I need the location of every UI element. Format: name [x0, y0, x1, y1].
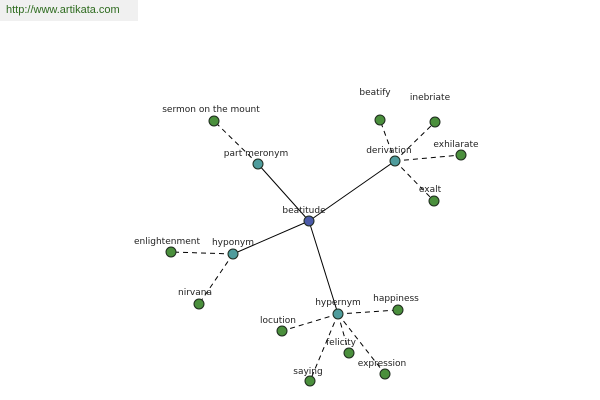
- leaf-node-enlightenment[interactable]: enlightenment: [134, 237, 200, 258]
- leaf-node-nirvana[interactable]: nirvana: [178, 288, 212, 310]
- relation-node-part-meronym-dot[interactable]: [252, 158, 264, 170]
- edge-hypernym-felicity: [337, 313, 350, 354]
- center-node-beatitude-label: beatitude: [282, 206, 326, 216]
- leaf-node-felicity[interactable]: felicity: [326, 338, 357, 359]
- relation-node-hyponym-label: hyponym: [212, 238, 254, 248]
- leaf-node-felicity-dot[interactable]: [343, 347, 355, 359]
- edges-layer: [170, 119, 462, 382]
- relation-node-hypernym-dot[interactable]: [332, 308, 344, 320]
- relation-node-hyponym-dot[interactable]: [227, 248, 239, 260]
- leaf-node-sermon-on-the-mount-label: sermon on the mount: [162, 105, 260, 115]
- leaf-node-nirvana-dot[interactable]: [193, 298, 205, 310]
- center-node-beatitude-dot[interactable]: [303, 215, 315, 227]
- edge-part-meronym: [257, 163, 310, 222]
- edge-part-meronym-sermon-on-the-mount: [213, 120, 259, 165]
- leaf-node-exalt-dot[interactable]: [428, 195, 440, 207]
- leaf-node-exalt-label: exalt: [419, 185, 442, 195]
- relation-node-derivation-label: derivation: [366, 146, 412, 156]
- edge-derivation-exalt: [394, 160, 435, 202]
- edge-derivation-beatify: [379, 119, 396, 162]
- leaf-node-nirvana-label: nirvana: [178, 288, 212, 298]
- header-bar: http://www.artikata.com: [0, 0, 138, 21]
- leaf-node-sermon-on-the-mount-dot[interactable]: [208, 115, 220, 127]
- relation-node-derivation[interactable]: derivation: [366, 146, 412, 167]
- relation-node-hyponym[interactable]: hyponym: [212, 238, 254, 260]
- leaf-node-inebriate[interactable]: inebriate: [410, 93, 451, 128]
- nodes-layer: sermon on the mount part meronym beatify in…: [134, 88, 479, 387]
- edge-hypernym-saying: [309, 313, 339, 382]
- leaf-node-happiness-dot[interactable]: [392, 304, 404, 316]
- leaf-node-exhilarate-label: exhilarate: [433, 140, 479, 150]
- edge-derivation-exhilarate: [394, 154, 462, 162]
- leaf-node-beatify-dot[interactable]: [374, 114, 386, 126]
- leaf-node-exhilarate-dot[interactable]: [455, 149, 467, 161]
- leaf-node-happiness-label: happiness: [373, 294, 419, 304]
- relation-node-hypernym-label: hypernym: [315, 298, 361, 308]
- leaf-node-exalt[interactable]: exalt: [419, 185, 442, 207]
- leaf-node-locution-dot[interactable]: [276, 325, 288, 337]
- relation-node-part-meronym-label: part meronym: [224, 149, 288, 159]
- edge-hypernym-expression: [337, 313, 386, 375]
- leaf-node-felicity-label: felicity: [326, 338, 357, 348]
- relation-node-part-meronym[interactable]: part meronym: [224, 149, 288, 170]
- leaf-node-enlightenment-dot[interactable]: [165, 246, 177, 258]
- edge-hyponym: [232, 220, 310, 255]
- edge-derivation-inebriate: [394, 121, 436, 162]
- edge-hyponym-enlightenment: [170, 251, 234, 255]
- leaf-node-saying-label: saying: [293, 367, 322, 377]
- edge-hypernym-happiness: [337, 309, 399, 315]
- leaf-node-expression-dot[interactable]: [379, 368, 391, 380]
- site-link[interactable]: http://www.artikata.com: [6, 4, 120, 16]
- leaf-node-beatify-label: beatify: [359, 88, 391, 98]
- leaf-node-inebriate-dot[interactable]: [429, 116, 441, 128]
- leaf-node-beatify[interactable]: beatify: [359, 88, 391, 126]
- relation-node-derivation-dot[interactable]: [389, 155, 401, 167]
- leaf-node-expression[interactable]: expression: [358, 359, 407, 380]
- leaf-node-inebriate-label: inebriate: [410, 93, 451, 103]
- leaf-node-saying[interactable]: saying: [293, 367, 323, 387]
- leaf-node-enlightenment-label: enlightenment: [134, 237, 200, 247]
- leaf-node-exhilarate[interactable]: exhilarate: [433, 140, 479, 161]
- leaf-node-locution-label: locution: [260, 316, 296, 326]
- relation-node-hypernym[interactable]: hypernym: [315, 298, 361, 320]
- leaf-node-locution[interactable]: locution: [260, 316, 296, 337]
- leaf-node-saying-dot[interactable]: [304, 375, 316, 387]
- center-node-beatitude[interactable]: beatitude: [282, 206, 326, 227]
- leaf-node-happiness[interactable]: happiness: [373, 294, 419, 316]
- leaf-node-expression-label: expression: [358, 359, 407, 369]
- edge-hyponym-nirvana: [198, 253, 234, 305]
- edge-hypernym: [308, 220, 339, 315]
- edge-derivation: [308, 160, 396, 222]
- edge-hypernym-locution: [281, 313, 339, 332]
- leaf-node-sermon-on-the-mount[interactable]: sermon on the mount: [162, 105, 260, 127]
